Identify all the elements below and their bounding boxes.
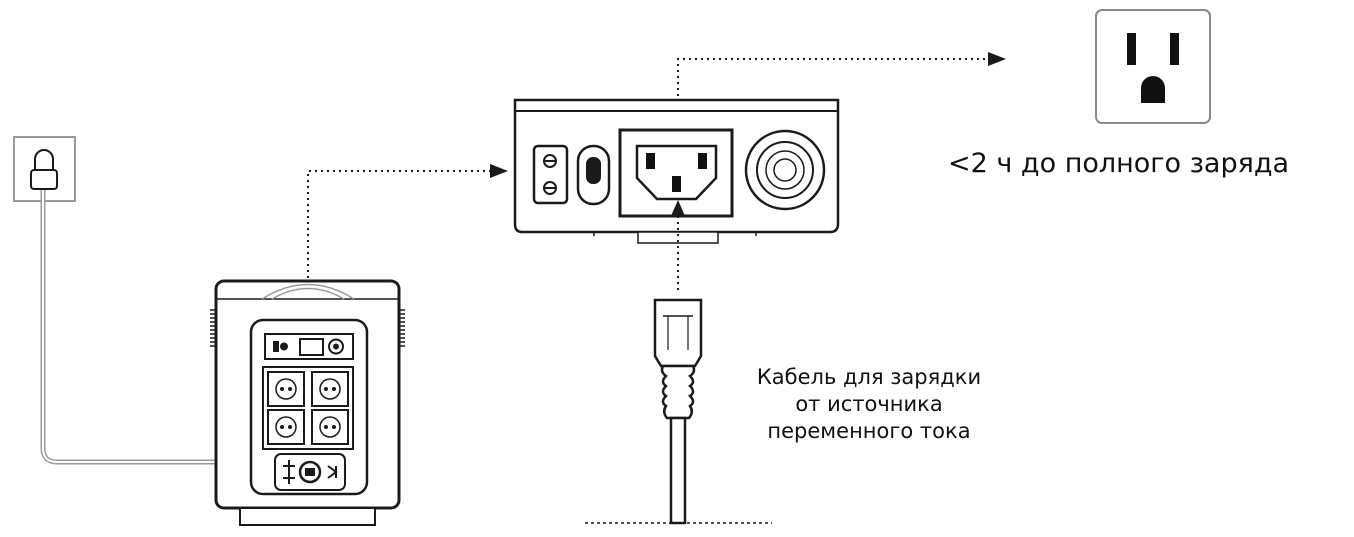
connection-cable-to-panel xyxy=(671,200,685,290)
cable-label-line-1: Кабель для зарядки xyxy=(756,365,982,389)
grip-right xyxy=(399,309,405,347)
iec-c13-plug-icon xyxy=(585,298,772,525)
us-wall-outlet-icon xyxy=(1095,9,1211,124)
round-port-icon xyxy=(744,129,826,211)
rocker-switch-icon xyxy=(576,144,611,206)
ac-inlet-socket-icon xyxy=(618,128,734,218)
grip-left xyxy=(210,309,216,347)
cable-label-line-2: от источника xyxy=(795,392,943,416)
power-station-icon xyxy=(210,279,405,526)
connection-to-panel xyxy=(307,164,508,290)
cable-label: Кабель для зарядки от источника переменн… xyxy=(724,364,1014,445)
fuse-icon xyxy=(532,144,569,205)
ac-outlets xyxy=(267,371,349,445)
cable-label-line-3: переменного тока xyxy=(767,419,971,443)
power-cord xyxy=(40,190,321,465)
charge-time-label: <2 ч до полного заряда xyxy=(948,148,1290,179)
ac-input-port-panel-icon xyxy=(513,98,840,244)
connection-to-wall-outlet xyxy=(677,52,1006,102)
